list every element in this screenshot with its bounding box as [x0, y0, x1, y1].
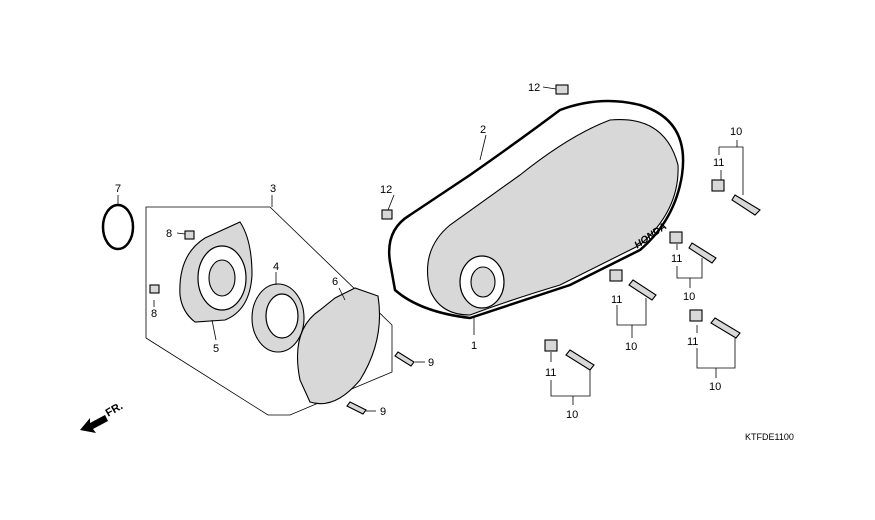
callout-11: 11: [687, 336, 698, 348]
callout-10: 10: [730, 126, 742, 138]
callout-2: 2: [480, 124, 486, 136]
callout-10: 10: [709, 381, 721, 393]
callout-8: 8: [166, 228, 172, 240]
callout-10: 10: [566, 409, 578, 421]
callout-11: 11: [671, 253, 682, 265]
callout-labels: 12 2 10 11 7 3 12 8 4 6 11 10 11 8 1 5 1…: [115, 82, 742, 421]
callout-11: 11: [545, 367, 556, 379]
callout-11: 11: [611, 294, 622, 306]
callout-7: 7: [115, 183, 121, 195]
callout-4: 4: [273, 261, 279, 273]
callout-1: 1: [471, 340, 477, 352]
diagram-code: KTFDE1100: [745, 432, 794, 442]
part-5-housing: [179, 221, 253, 323]
callout-9: 9: [428, 357, 434, 369]
front-arrow-icon: FR.: [80, 400, 125, 433]
cover-hole: [470, 266, 496, 298]
callout-10: 10: [683, 291, 695, 303]
callout-10: 10: [625, 341, 637, 353]
callout-12: 12: [380, 184, 392, 196]
callout-6: 6: [332, 276, 338, 288]
callout-11: 11: [713, 157, 724, 169]
svg-text:FR.: FR.: [104, 400, 125, 419]
fasteners: [149, 84, 761, 415]
part-2-gasket: [387, 99, 685, 320]
part-4-seal: [251, 283, 305, 353]
part-6-plate: [297, 287, 381, 405]
callout-9: 9: [380, 406, 386, 418]
part-7-o-ring: [101, 203, 135, 251]
callout-8: 8: [151, 308, 157, 320]
callout-12: 12: [528, 82, 540, 94]
leader-lines: [117, 86, 744, 412]
callout-5: 5: [213, 343, 219, 355]
callout-3: 3: [270, 183, 276, 195]
